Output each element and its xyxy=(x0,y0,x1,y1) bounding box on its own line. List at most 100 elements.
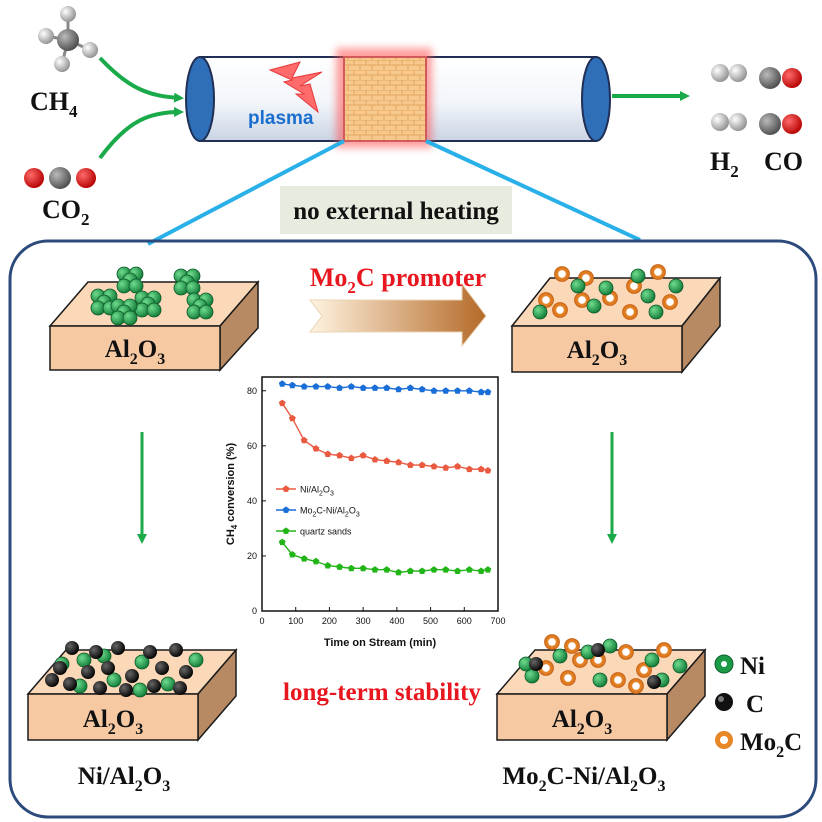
zoom-line-left xyxy=(147,139,345,246)
series-point-2 xyxy=(395,568,402,576)
legend-marker-1 xyxy=(282,506,290,513)
mo2c-particle xyxy=(560,670,576,686)
ni-particle xyxy=(644,652,660,668)
series-point-1 xyxy=(312,383,320,390)
mo2c-particle xyxy=(636,662,652,678)
carbon-particle xyxy=(101,661,115,675)
carbon-particle xyxy=(147,679,161,693)
series-point-1 xyxy=(477,388,485,396)
series-point-2 xyxy=(454,567,461,574)
series-point-0 xyxy=(300,436,308,444)
series-point-2 xyxy=(418,567,426,574)
series-point-1 xyxy=(442,387,450,394)
series-point-0 xyxy=(278,399,286,407)
chart-ylabel: CH4 conversion (%) xyxy=(225,443,239,546)
series-point-1 xyxy=(300,383,308,390)
series-point-0 xyxy=(395,458,402,466)
series-point-2 xyxy=(371,566,379,573)
ni-particle xyxy=(198,304,214,320)
product-co-label: CO xyxy=(764,147,803,176)
ni-particle xyxy=(146,302,162,318)
mo2c-particle xyxy=(628,678,644,694)
support-label-bottom-right: Al2O3 xyxy=(552,706,612,738)
series-point-0 xyxy=(347,454,355,462)
legend-label-1: Mo2C-Ni/Al2O3 xyxy=(300,506,360,519)
series-point-2 xyxy=(300,555,308,562)
series-point-0 xyxy=(442,464,450,471)
legend-marker-0 xyxy=(282,485,290,492)
series-point-2 xyxy=(465,566,473,573)
ni-particle xyxy=(160,676,176,692)
co-molecule-icon xyxy=(759,67,802,135)
carbon-particle xyxy=(173,681,187,695)
series-point-1 xyxy=(359,384,367,391)
carbon-particle xyxy=(647,675,661,689)
ni-particle xyxy=(640,288,656,304)
mo2c-particle xyxy=(574,292,590,308)
ni-particle xyxy=(602,638,618,654)
series-point-0 xyxy=(383,457,391,464)
reactant-co2-label: CO2 xyxy=(42,195,90,229)
series-point-1 xyxy=(288,381,296,389)
x-tick-label: 600 xyxy=(457,616,472,626)
carbon-particle xyxy=(179,665,193,679)
feed-arrow-co2 xyxy=(98,107,184,160)
series-point-2 xyxy=(312,557,320,565)
series-point-1 xyxy=(465,387,473,394)
carbon-particle xyxy=(155,661,169,675)
x-tick-label: 300 xyxy=(356,616,371,626)
carbon-particle xyxy=(111,641,125,655)
y-tick-label: 60 xyxy=(247,441,257,451)
carbon-particle xyxy=(591,643,605,657)
y-tick-label: 0 xyxy=(252,606,257,616)
ni-particle xyxy=(592,672,608,688)
ni-particle xyxy=(672,658,688,674)
series-point-2 xyxy=(383,566,391,573)
series-point-0 xyxy=(371,456,379,463)
series-point-2 xyxy=(288,551,296,558)
mo2c-particle xyxy=(662,294,678,310)
legend-c-label: C xyxy=(746,691,764,718)
mo2c-particle xyxy=(622,304,638,320)
catalyst-panel-frame xyxy=(8,239,818,819)
particle-legend: Ni C Mo2C xyxy=(714,653,802,761)
ni-particle xyxy=(106,672,122,688)
series-point-1 xyxy=(383,384,391,391)
series-point-1 xyxy=(484,388,492,396)
series-point-0 xyxy=(336,451,343,459)
series-point-0 xyxy=(477,465,485,473)
x-tick-label: 0 xyxy=(259,616,264,626)
series-point-1 xyxy=(336,384,343,391)
series-point-2 xyxy=(324,562,332,569)
ni-particle xyxy=(132,682,148,698)
mo2c-particle xyxy=(618,644,634,660)
legend-c-icon xyxy=(715,693,733,711)
series-point-2 xyxy=(484,566,492,573)
ni-particle xyxy=(552,648,568,664)
series-point-2 xyxy=(430,566,438,573)
series-point-0 xyxy=(465,465,473,473)
ni-particle xyxy=(570,278,586,294)
series-point-1 xyxy=(324,383,332,390)
series-point-0 xyxy=(406,461,414,468)
catalyst-bed xyxy=(343,56,427,142)
mo2c-particle xyxy=(538,292,554,308)
series-point-0 xyxy=(418,461,426,468)
ni-particle xyxy=(76,652,92,668)
x-tick-label: 500 xyxy=(423,616,438,626)
ni-particle xyxy=(128,278,144,294)
x-tick-label: 200 xyxy=(322,616,337,626)
support-label-top-right: Al2O3 xyxy=(567,337,627,369)
chart-xlabel: Time on Stream (min) xyxy=(324,637,437,649)
ni-particle xyxy=(134,654,150,670)
x-tick-label: 400 xyxy=(389,616,404,626)
series-point-2 xyxy=(406,567,414,574)
lightning-icon xyxy=(268,61,323,114)
note-box xyxy=(280,186,512,234)
series-point-0 xyxy=(454,462,461,470)
promoter-label: Mo2C promoter xyxy=(310,263,486,297)
series-point-2 xyxy=(477,567,485,574)
carbon-particle xyxy=(169,643,183,657)
carbon-particle xyxy=(143,645,157,659)
